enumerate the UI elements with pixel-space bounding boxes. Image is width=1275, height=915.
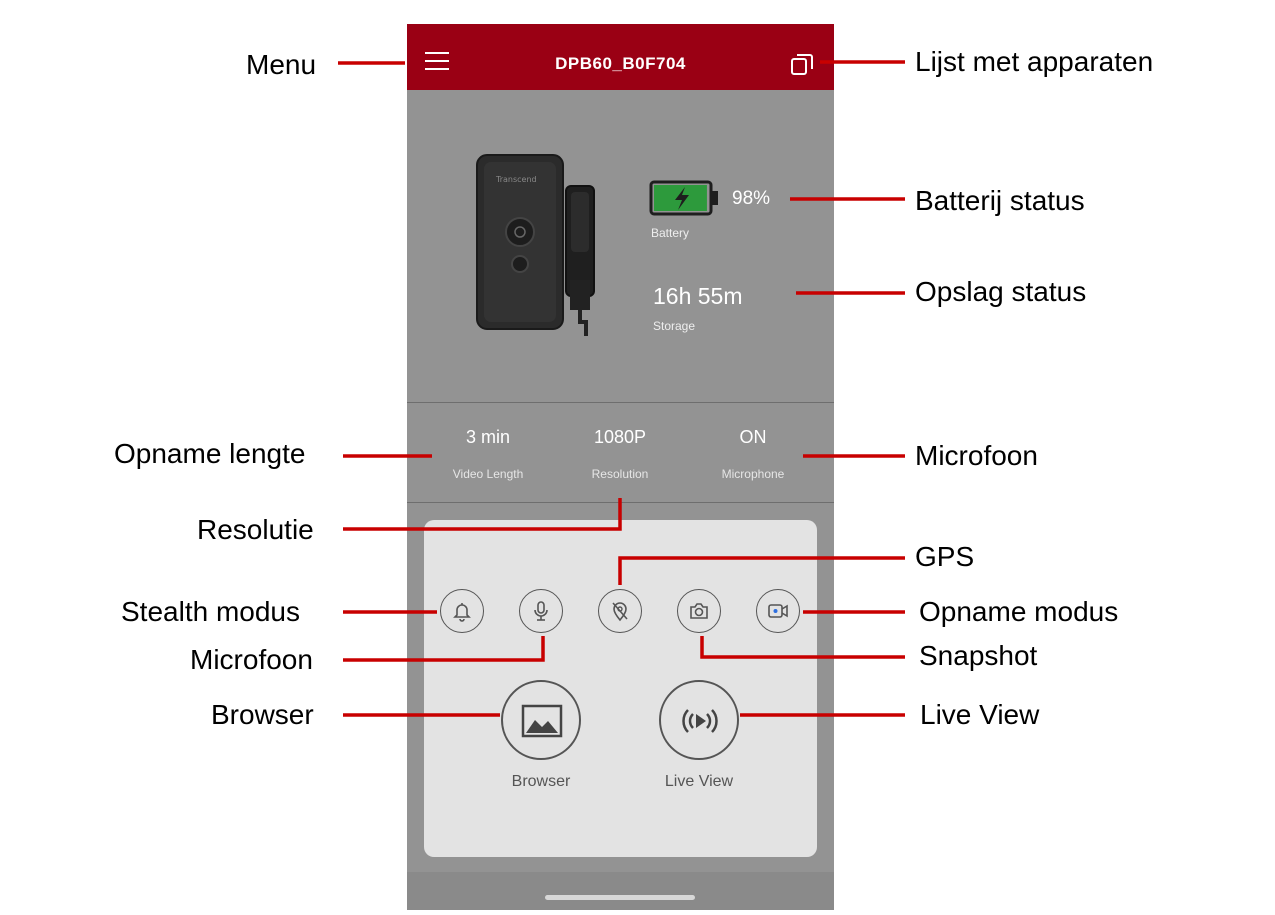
callout-line-resolution — [343, 498, 622, 531]
header-bar: DPB60_B0F704 — [407, 24, 834, 90]
callout-microphone-setting: Microfoon — [915, 440, 1038, 471]
camera-brand-text: Transcend — [495, 175, 537, 184]
callout-menu: Menu — [246, 49, 317, 80]
microphone-value: ON — [739, 427, 767, 447]
microphone-toggle-button[interactable] — [519, 589, 563, 633]
snapshot-button[interactable] — [677, 589, 721, 633]
bell-icon — [453, 603, 471, 622]
live-view-button[interactable] — [659, 680, 739, 760]
live-view-label: Live View — [664, 773, 734, 790]
device-title: DPB60_B0F704 — [555, 54, 686, 73]
menu-icon[interactable] — [425, 52, 449, 72]
gps-button[interactable] — [598, 589, 642, 633]
setting-microphone[interactable]: ON Microphone — [683, 427, 823, 481]
microphone-icon — [534, 601, 548, 621]
camera-icon — [690, 603, 708, 619]
callout-live-view: Live View — [920, 699, 1040, 730]
battery-percent: 98% — [732, 188, 771, 209]
callout-gps: GPS — [915, 541, 975, 572]
callout-devices: Lijst met apparaten — [915, 46, 1154, 77]
divider-top — [407, 402, 834, 403]
home-indicator — [545, 895, 695, 900]
storage-label: Storage — [653, 319, 696, 333]
setting-video-length[interactable]: 3 min Video Length — [418, 427, 558, 481]
callout-browser: Browser — [211, 699, 314, 730]
stealth-mode-button[interactable] — [440, 589, 484, 633]
video-record-icon — [768, 604, 788, 618]
callout-stealth: Stealth modus — [121, 596, 300, 627]
callout-battery: Batterij status — [915, 185, 1085, 216]
storage-value: 16h 55m — [653, 283, 743, 309]
callout-resolution: Resolutie — [197, 514, 314, 545]
battery-icon — [649, 180, 718, 216]
device-list-icon[interactable] — [790, 52, 814, 76]
resolution-value: 1080P — [593, 427, 647, 447]
record-mode-button[interactable] — [756, 589, 800, 633]
live-view-icon — [682, 709, 718, 733]
callout-snapshot: Snapshot — [919, 640, 1038, 671]
setting-resolution[interactable]: 1080P Resolution — [550, 427, 690, 481]
browser-label: Browser — [511, 773, 571, 790]
browser-button[interactable] — [501, 680, 581, 760]
bottom-strip — [407, 872, 834, 910]
battery-label: Battery — [651, 226, 690, 240]
callout-storage: Opslag status — [915, 276, 1087, 307]
video-length-label: Video Length — [452, 467, 524, 481]
image-gallery-icon — [521, 704, 563, 738]
callout-line-microphone-button — [343, 636, 545, 662]
resolution-label: Resolution — [591, 467, 649, 481]
callout-video-length: Opname lengte — [114, 438, 306, 469]
callout-line-gps — [618, 556, 905, 585]
callout-line-snapshot — [700, 636, 905, 659]
phone-screen: DPB60_B0F704 Transcend 98% Battery 16h 5… — [407, 24, 834, 910]
callout-record-mode: Opname modus — [919, 596, 1119, 627]
microphone-label: Microphone — [721, 467, 785, 481]
body-camera-image: Transcend — [476, 154, 595, 336]
gps-off-icon — [612, 602, 628, 622]
callout-microphone-button: Microfoon — [190, 644, 313, 675]
video-length-value: 3 min — [465, 427, 510, 447]
